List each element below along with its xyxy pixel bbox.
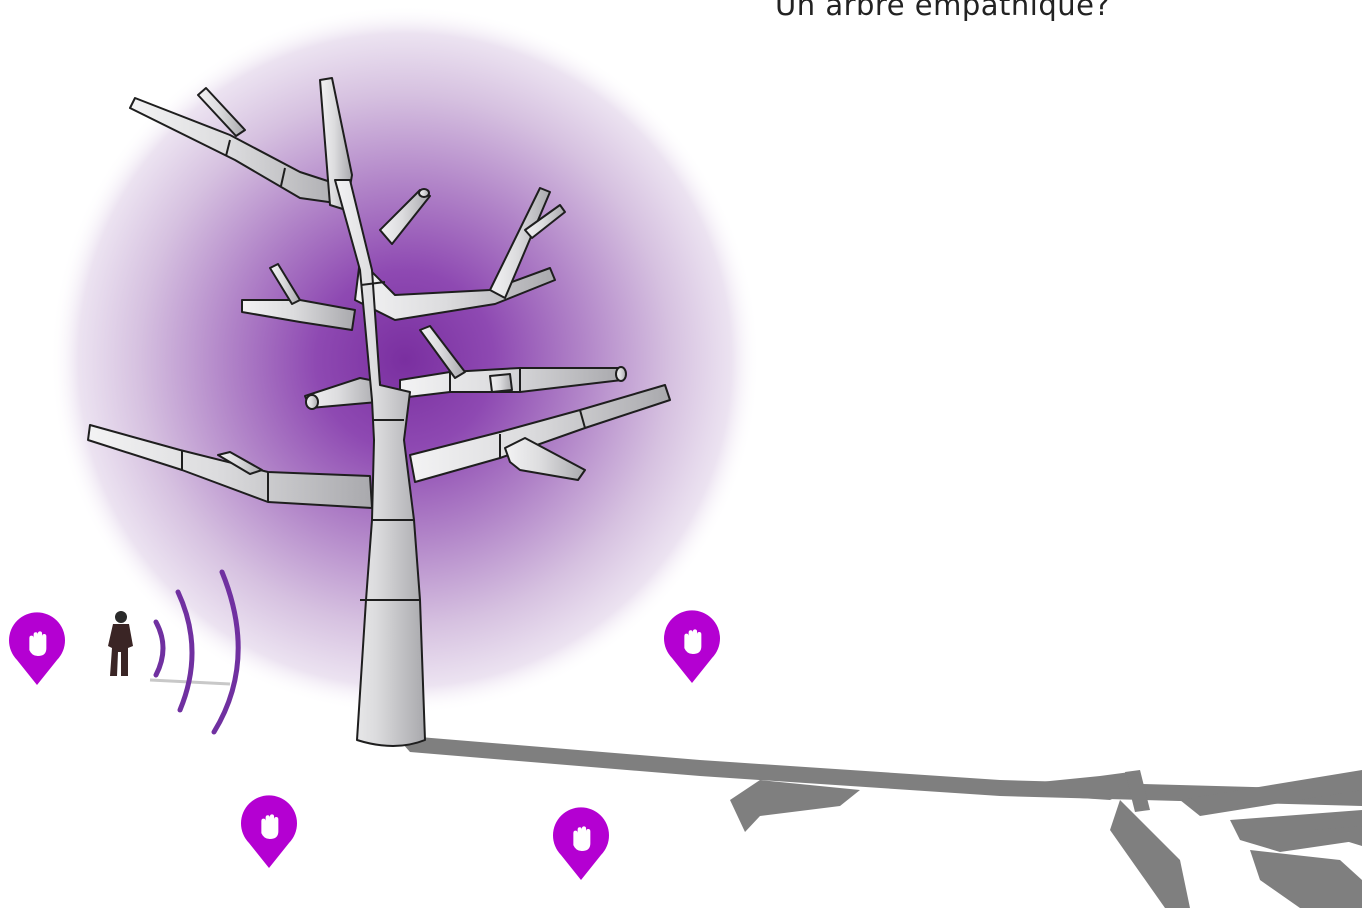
person-figure bbox=[108, 611, 231, 686]
signal-arc-large bbox=[211, 569, 241, 735]
pin-bottom-center bbox=[553, 807, 609, 880]
empathy-aura bbox=[50, 5, 760, 715]
pin-bottom-left bbox=[241, 795, 297, 868]
tree bbox=[87, 77, 671, 747]
pin-right bbox=[664, 610, 720, 683]
signal-arc-medium bbox=[175, 589, 195, 713]
tree-shadow bbox=[395, 735, 1362, 908]
slide-title: Un arbre empathique? bbox=[775, 0, 1111, 22]
signal-arc-small bbox=[153, 619, 166, 678]
pin-left bbox=[9, 612, 65, 685]
signal-waves bbox=[153, 569, 241, 735]
